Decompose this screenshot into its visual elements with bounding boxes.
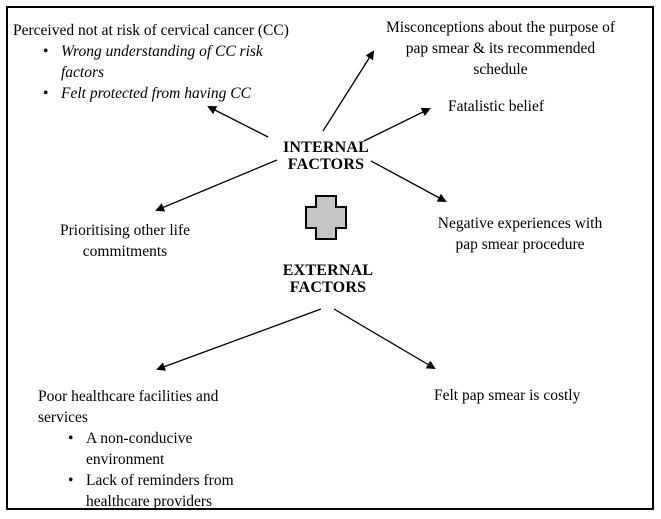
bullet-text: A non-conducive environment	[86, 430, 193, 468]
node-fatalistic-belief: Fatalistic belief	[448, 98, 544, 115]
node-poor-facilities-title: Poor healthcare facilities and services	[38, 388, 219, 426]
node-prioritising: Prioritising other life commitments	[59, 222, 190, 260]
list-item: • Wrong understanding of CC risk factors	[39, 41, 347, 83]
hub-external-line2: FACTORS	[289, 279, 367, 296]
bullet-text: Lack of reminders from healthcare provid…	[86, 472, 234, 510]
bullet-text: Wrong understanding of CC risk factors	[61, 43, 263, 81]
list-item: • Lack of reminders from healthcare prov…	[64, 470, 256, 512]
hub-internal-factors: INTERNAL FACTORS	[246, 139, 406, 173]
node-negative-experiences: Negative experiences with pap smear proc…	[437, 215, 603, 253]
bullet-icon: •	[43, 43, 49, 60]
hub-external-factors: EXTERNAL FACTORS	[248, 262, 408, 296]
bullet-icon: •	[68, 430, 74, 447]
bullet-icon: •	[68, 472, 74, 489]
hub-external-line1: EXTERNAL	[282, 262, 374, 279]
node-costly: Felt pap smear is costly	[434, 387, 581, 404]
node-perceived-title: Perceived not at risk of cervical cancer…	[13, 22, 289, 39]
cross-shape	[305, 195, 347, 240]
hub-internal-line1: INTERNAL	[282, 139, 370, 156]
list-item: • Felt protected from having CC	[39, 83, 347, 104]
node-misconceptions: Misconceptions about the purpose of pap …	[385, 19, 615, 78]
bullet-icon: •	[43, 85, 49, 102]
bullet-text: Felt protected from having CC	[61, 85, 251, 102]
diagram-border	[6, 6, 654, 510]
cross-icon	[304, 194, 348, 241]
node-perceived-not-at-risk: Perceived not at risk of cervical cancer…	[13, 20, 347, 104]
list-item: • A non-conducive environment	[64, 428, 256, 470]
node-poor-facilities: Poor healthcare facilities and services …	[38, 386, 256, 512]
hub-internal-line2: FACTORS	[287, 156, 365, 173]
